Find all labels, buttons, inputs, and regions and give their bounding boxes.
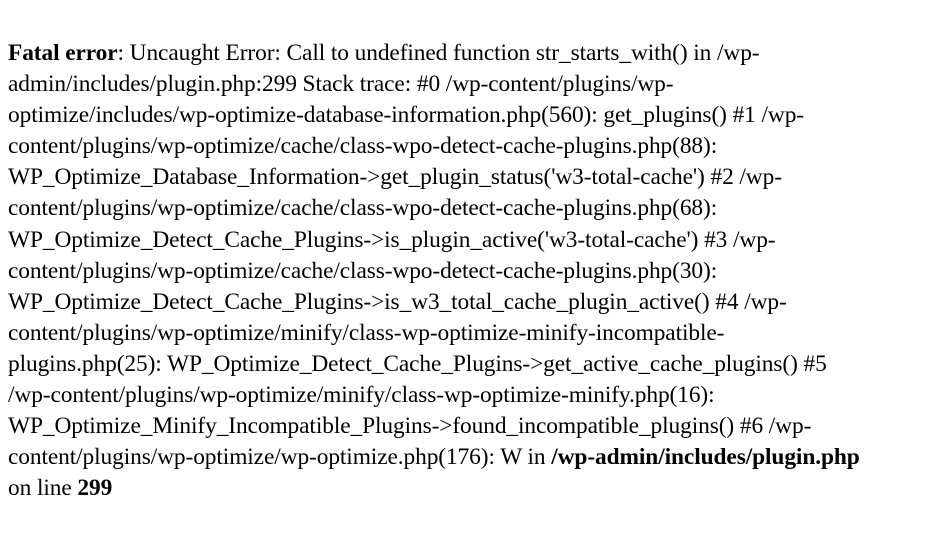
error-line-10: content/plugins/wp-optimize/minify/class… [8,319,725,346]
error-text-tail: content/plugins/wp-optimize/wp-optimize.… [8,444,552,471]
error-line-number: 299 [77,475,113,502]
error-line-2: admin/includes/plugin.php:299 Stack trac… [8,71,674,98]
error-line-5: WP_Optimize_Database_Information->get_pl… [8,164,782,191]
error-line-15: on line 299 [8,473,937,504]
error-line-3: optimize/includes/wp-optimize-database-i… [8,102,804,129]
error-line-8: content/plugins/wp-optimize/cache/class-… [8,257,718,284]
error-line-14: content/plugins/wp-optimize/wp-optimize.… [8,442,937,473]
error-line-7: WP_Optimize_Detect_Cache_Plugins->is_plu… [8,226,776,253]
error-text: Uncaught Error: Call to undefined functi… [129,40,760,66]
error-file-path: /wp-admin/includes/plugin.php [551,444,860,471]
error-line-9: WP_Optimize_Detect_Cache_Plugins->is_w3_… [8,288,787,315]
error-label: Fatal error [8,40,118,66]
error-line-6: content/plugins/wp-optimize/cache/class-… [8,195,718,222]
error-label-colon: : [117,40,130,66]
fatal-error-message: Fatal error: Uncaught Error: Call to und… [8,38,937,504]
error-line-13: WP_Optimize_Minify_Incompatible_Plugins-… [8,413,812,440]
error-line-4: content/plugins/wp-optimize/cache/class-… [8,133,718,160]
error-line-11: plugins.php(25): WP_Optimize_Detect_Cach… [8,350,827,377]
on-line-label: on line [8,475,78,502]
error-line-12: /wp-content/plugins/wp-optimize/minify/c… [8,382,715,409]
error-line-1: Fatal error: Uncaught Error: Call to und… [8,38,937,69]
